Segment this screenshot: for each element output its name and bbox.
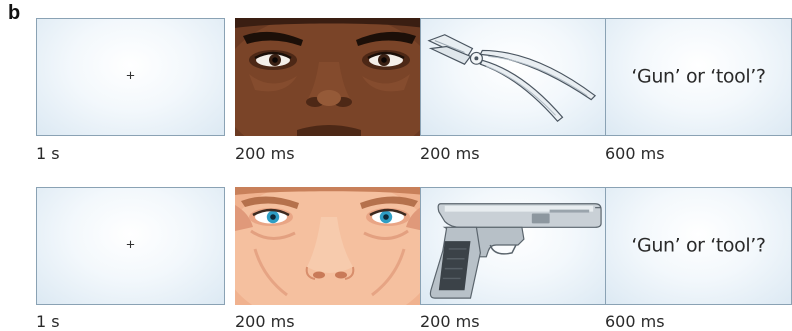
duration-label: 1 s xyxy=(36,144,60,163)
duration-label: 1 s xyxy=(36,312,60,331)
response-prompt: ‘Gun’ or ‘tool’? xyxy=(606,66,791,88)
fixation-cross: + xyxy=(37,237,224,254)
handgun-icon xyxy=(421,188,608,304)
panel-label: b xyxy=(8,2,20,25)
pliers-icon xyxy=(421,19,608,135)
handgun-image-frame xyxy=(420,187,609,305)
pliers-image-frame xyxy=(420,18,609,136)
fixation-frame: + xyxy=(36,18,225,136)
duration-label: 200 ms xyxy=(420,144,480,163)
duration-label: 600 ms xyxy=(605,144,665,163)
duration-label: 200 ms xyxy=(235,144,295,163)
face-light-skin-image xyxy=(235,187,424,305)
response-frame: ‘Gun’ or ‘tool’? xyxy=(605,187,792,305)
fixation-cross: + xyxy=(37,68,224,85)
face-dark-skin-image xyxy=(235,18,424,136)
fixation-frame: + xyxy=(36,187,225,305)
duration-label: 200 ms xyxy=(420,312,480,331)
response-prompt: ‘Gun’ or ‘tool’? xyxy=(606,235,791,257)
response-frame: ‘Gun’ or ‘tool’? xyxy=(605,18,792,136)
duration-label: 200 ms xyxy=(235,312,295,331)
duration-label: 600 ms xyxy=(605,312,665,331)
